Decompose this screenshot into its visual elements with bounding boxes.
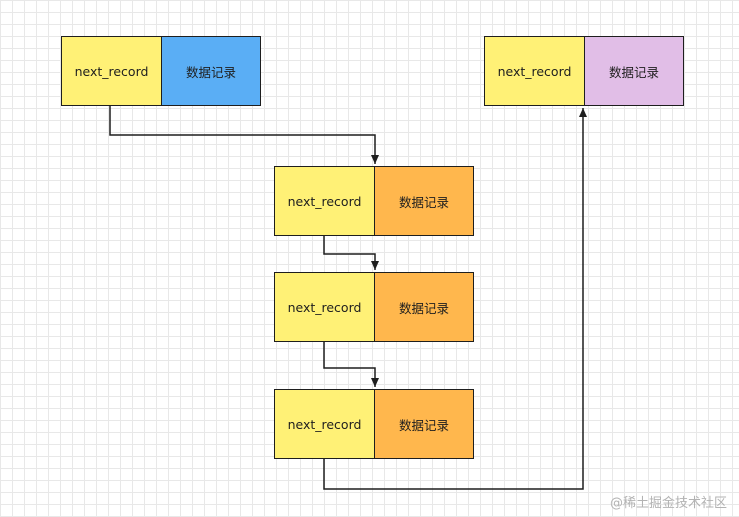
next-record-pointer-cell: next_record — [62, 37, 161, 105]
next-record-pointer-cell: next_record — [275, 390, 374, 458]
next-record-pointer-cell: next_record — [485, 37, 584, 105]
connector-record-3-to-4 — [323, 342, 379, 387]
watermark-text: @稀土掘金技术社区 — [609, 496, 727, 511]
data-record-cell: 数据记录 — [374, 167, 473, 235]
record-node-2[interactable]: next_record 数据记录 — [274, 166, 474, 236]
connector-record-2-to-3 — [323, 236, 379, 270]
record-node-1[interactable]: next_record 数据记录 — [61, 36, 261, 106]
next-record-pointer-cell: next_record — [275, 167, 374, 235]
connector-record-1-to-2 — [109, 106, 379, 164]
record-node-3[interactable]: next_record 数据记录 — [274, 272, 474, 342]
data-record-cell: 数据记录 — [374, 273, 473, 341]
data-record-cell: 数据记录 — [161, 37, 260, 105]
data-record-cell: 数据记录 — [374, 390, 473, 458]
next-record-pointer-cell: next_record — [275, 273, 374, 341]
data-record-cell: 数据记录 — [584, 37, 683, 105]
record-node-5[interactable]: next_record 数据记录 — [484, 36, 684, 106]
record-node-4[interactable]: next_record 数据记录 — [274, 389, 474, 459]
